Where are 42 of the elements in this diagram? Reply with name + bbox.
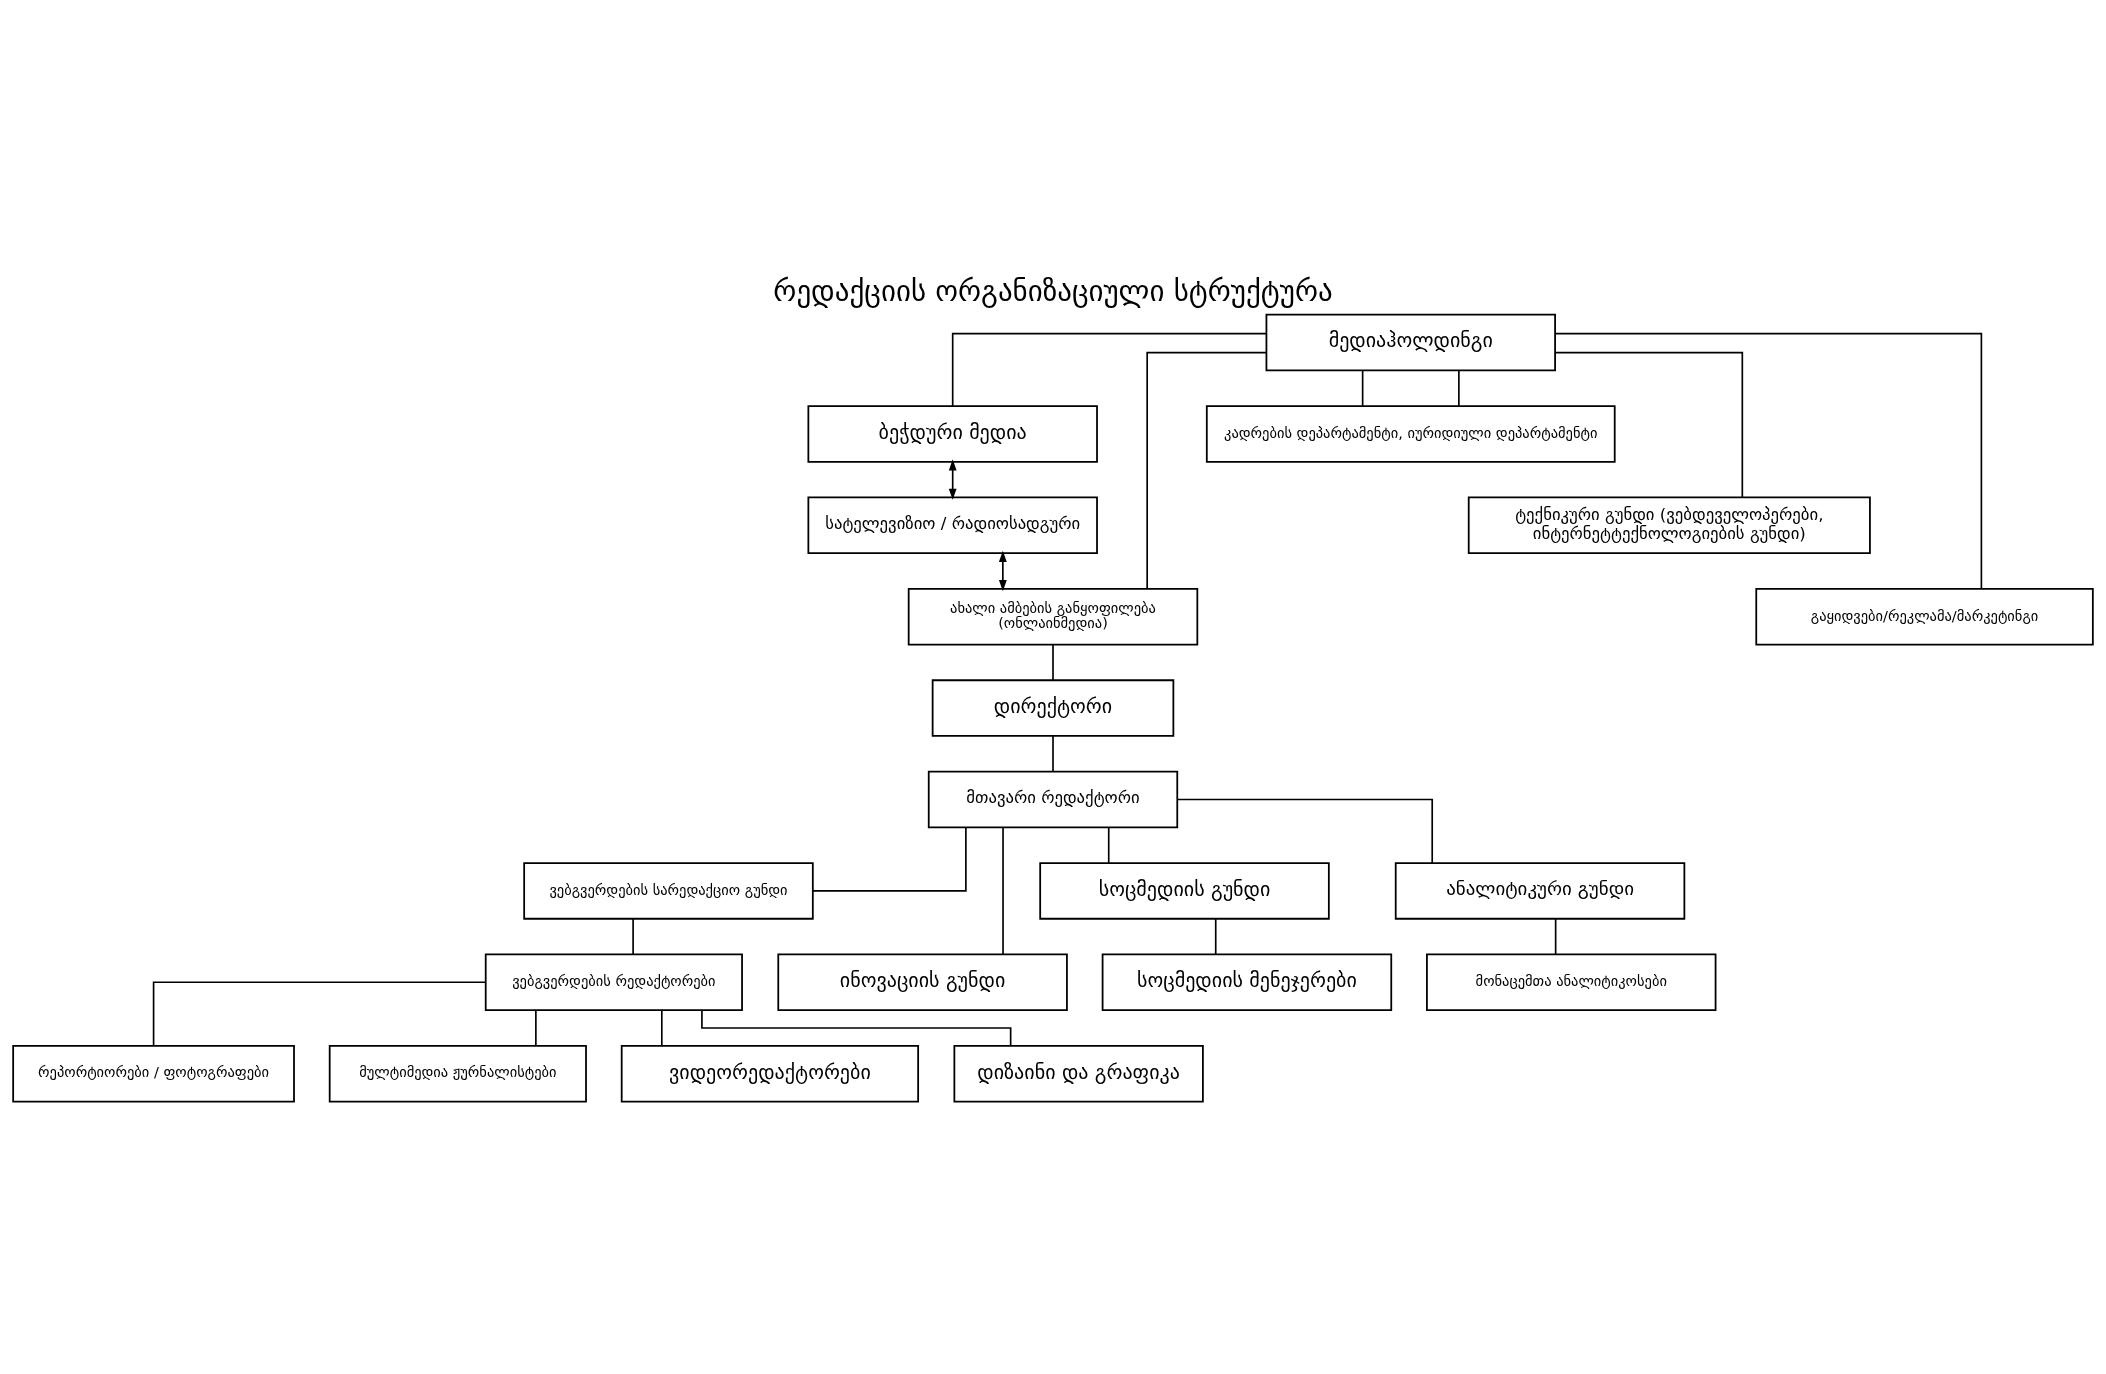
connector bbox=[1554, 917, 1557, 955]
connector bbox=[660, 1008, 663, 1046]
node-box: ვებგვერდების სარედაქციო გუნდი bbox=[523, 861, 814, 920]
connector bbox=[1361, 369, 1364, 407]
connector bbox=[1107, 826, 1110, 864]
node-box: ახალი ამბების განყოფილება (ონლაინმედია) bbox=[907, 587, 1199, 645]
connector bbox=[1002, 826, 1004, 955]
connector bbox=[701, 1009, 1012, 1046]
node-box: კადრების დეპარტამენტი, იურიდიული დეპარტამენტი bbox=[1205, 404, 1616, 463]
node-box: სოცმედიის მენეჯერები bbox=[1101, 953, 1393, 1011]
connector bbox=[1554, 332, 1983, 589]
node-box: დირექტორი bbox=[931, 678, 1175, 737]
connector bbox=[1214, 917, 1217, 955]
connector bbox=[152, 980, 487, 1047]
diagram-title: რედაქციის ორგანიზაციული სტრუქტურა bbox=[773, 273, 1333, 308]
node-box: მონაცემთა ანალიტიკოსები bbox=[1426, 953, 1717, 1011]
node-box: ანალიტიკური გუნდი bbox=[1394, 861, 1686, 920]
connector bbox=[951, 332, 1267, 407]
node-box: მთავარი რედაქტორი bbox=[927, 770, 1179, 828]
node-box: ტექნიკური გუნდი (ვებდეველოპერები, ინტერნეტტექნოლოგიების გუნდი) bbox=[1467, 496, 1871, 554]
connector bbox=[1176, 798, 1434, 864]
connector bbox=[1458, 369, 1460, 407]
node-box: დიზაინი და გრაფიკა bbox=[953, 1044, 1204, 1102]
connector bbox=[1052, 643, 1054, 681]
connector bbox=[1052, 734, 1054, 772]
node-box: მულტიმედია ჟურნალისტები bbox=[328, 1044, 587, 1102]
node-box: სატელევიზიო / რადიოსადგური bbox=[807, 496, 1098, 554]
node-box: სოცმედიის გუნდი bbox=[1039, 861, 1330, 920]
node-box: ინოვაციის გუნდი bbox=[777, 953, 1068, 1011]
arrow bbox=[998, 550, 1007, 591]
connector bbox=[812, 826, 967, 892]
node-box: რეპორტიორები / ფოტოგრაფები bbox=[12, 1044, 295, 1102]
connector bbox=[1554, 351, 1744, 498]
node-box: ვიდეორედაქტორები bbox=[620, 1044, 920, 1102]
arrow bbox=[948, 458, 957, 500]
connector bbox=[632, 917, 634, 955]
node-box: ვებგვერდების რედაქტორები bbox=[484, 953, 743, 1011]
node-box: მედიაჰოლდინგი bbox=[1265, 313, 1556, 371]
node-box: გაყიდვები/რეკლამა/მარკეტინგი bbox=[1755, 587, 2094, 645]
node-box: ბეჭდური მედია bbox=[807, 404, 1098, 463]
connector bbox=[535, 1008, 537, 1046]
connector bbox=[1146, 351, 1268, 589]
